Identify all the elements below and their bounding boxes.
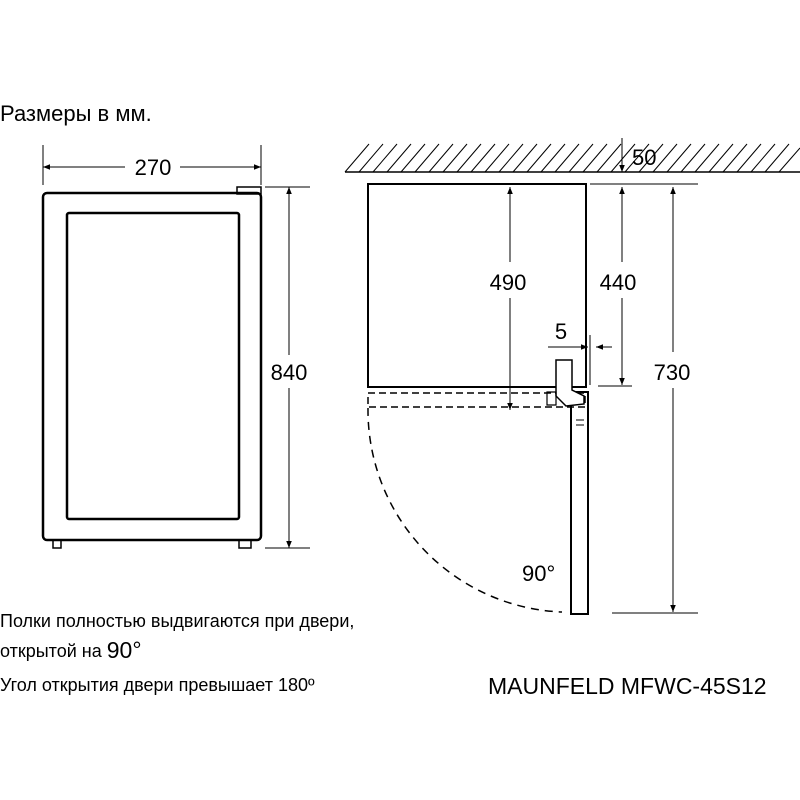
cabinet-top-view — [367, 183, 587, 388]
hinge-top — [236, 186, 262, 195]
door-angle-label: 90° — [522, 561, 555, 586]
door-glass-panel — [65, 211, 241, 521]
shelves-note-line2: открытой на 90° — [0, 636, 142, 663]
model-name: MAUNFELD MFWC-45S12 — [488, 673, 767, 699]
width-label: 270 — [135, 155, 172, 180]
front-view: 270 840 — [41, 145, 310, 549]
depth-440-label: 440 — [600, 270, 637, 295]
top-view: 490 50 440 5 730 90° — [344, 138, 800, 615]
dimensions-heading: Размеры в мм. — [0, 101, 152, 126]
cabinet-outline — [41, 191, 263, 542]
shelves-note-line2-text: открытой на — [0, 641, 107, 661]
foot-right — [238, 539, 252, 549]
foot-left — [52, 539, 62, 549]
wall-gap-label: 50 — [632, 145, 656, 170]
door-opening-note: Угол открытия двери превышает 180º — [0, 675, 315, 695]
shelves-note-line1: Полки полностью выдвигаются при двери, — [0, 611, 355, 631]
hinge-detail — [555, 359, 585, 407]
depth-490-label: 490 — [490, 270, 527, 295]
shelves-note-angle: 90° — [106, 637, 142, 663]
open-door — [570, 391, 589, 615]
wall-hatching — [344, 143, 800, 173]
closed-door-outline — [367, 392, 586, 408]
total-depth-label: 730 — [654, 360, 691, 385]
gap-5-label: 5 — [555, 319, 567, 344]
height-label: 840 — [271, 360, 308, 385]
door-swing-arc — [367, 407, 563, 613]
